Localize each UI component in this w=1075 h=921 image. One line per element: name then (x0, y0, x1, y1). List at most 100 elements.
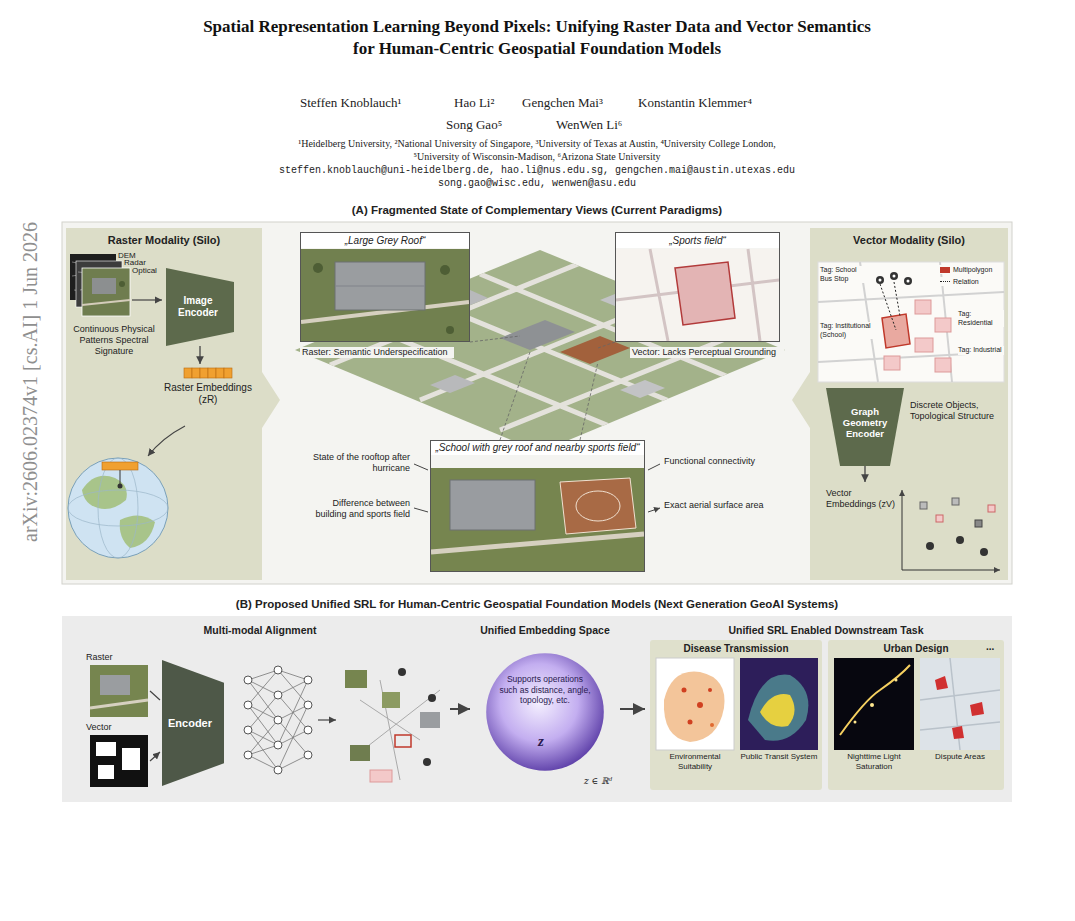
encoder-block: Graph Geometry Encoder (826, 388, 904, 466)
task-box-fill (650, 640, 822, 790)
flow-connector (620, 708, 645, 710)
embedding-box: Vector Embeddings (zV) (822, 482, 1006, 576)
node-shape (485, 652, 605, 772)
node-heading: Unified SRL Enabled Downstream Task (645, 620, 1007, 637)
embedding-bar (184, 368, 232, 378)
flow-arrow (318, 719, 336, 720)
legend-row: Relation (938, 277, 981, 286)
input-name: Vector (86, 722, 112, 733)
pipeline-section: Unified SRL Enabled Downstream TaskDisea… (645, 620, 1007, 798)
affiliation: ⁵University of Wisconsin-Madison, ⁶Arizo… (62, 150, 1012, 163)
task-image (740, 658, 818, 750)
legend-line-sample (940, 281, 950, 282)
flow-connector (450, 708, 470, 710)
gap-note: Vector: Lacks Perceptual Grounding (630, 347, 784, 358)
author-name: Hao Li² (454, 95, 494, 111)
insight-note: Difference between building and sports f… (300, 498, 410, 520)
author-name: Gengchen Mai³ (522, 95, 603, 111)
flow-arrow (150, 691, 160, 761)
panel-fill (62, 222, 1012, 584)
author-name: Konstantin Klemmer⁴ (638, 95, 752, 111)
author-name: Song Gao⁵ (446, 117, 502, 133)
map-tag: Tag: Residential (958, 310, 1004, 327)
task-box: Disease Transmission (650, 640, 822, 790)
node-heading: Vector Modality (Silo) (810, 228, 1008, 247)
node-heading: Encoder (168, 717, 218, 730)
node-heading: Graph Geometry Encoder (826, 406, 904, 449)
map-tag: Tag: Industrial (958, 346, 1004, 355)
task-image (834, 658, 914, 750)
globe (68, 458, 168, 558)
node-heading: Raster Modality (Silo) (66, 228, 262, 247)
input-name: Raster (86, 652, 113, 663)
paper-title: Spatial Representation Learning Beyond P… (197, 16, 877, 60)
raster-note: Continuous Physical Patterns Spectral Si… (66, 324, 162, 357)
task-label: Public Transit System (736, 752, 822, 762)
city-illustration (295, 250, 785, 452)
aligned-objects (345, 668, 440, 782)
callout-box: „School with grey roof and nearby sports… (430, 440, 645, 572)
gap-note: Raster: Semantic Underspecification (300, 347, 454, 358)
insight-note: Functional connectivity (664, 456, 764, 467)
node-heading: Multi-modal Alignment (70, 620, 450, 637)
neural-network (244, 666, 312, 774)
embedding-sphere: Supports operations such as distance, an… (485, 652, 605, 772)
arxiv-id: arXiv:2606.02374v1 [cs.AI] 1 Jun 2026 (18, 162, 42, 602)
node-heading: (A) Fragmented State of Complementary Vi… (62, 203, 1012, 217)
task-label: Nighttime Light Saturation (830, 752, 918, 771)
author-name: WenWen Li⁶ (556, 117, 622, 133)
embedding-symbol: z (538, 732, 544, 750)
flow-arrow (148, 426, 185, 456)
callout-image (616, 249, 779, 341)
callout-image (301, 249, 469, 341)
legend-text: Multipolygon (953, 265, 992, 274)
node-heading: „Large Grey Roof“ (301, 233, 469, 248)
node-heading: Supports operations such as distance, an… (497, 674, 593, 706)
pipeline-section: Unified Embedding SpaceSupports operatio… (470, 620, 620, 798)
pipeline-section: Multi-modal AlignmentEncoder (70, 620, 450, 798)
callout-image (431, 468, 644, 571)
silo-fill (66, 228, 280, 580)
task-label: Dispute Areas (918, 752, 1002, 762)
layer-name: Optical (132, 266, 157, 275)
embedding-symbol: z ∈ ℝᵈ (584, 776, 612, 787)
vector-note: Discrete Objects, Topological Structure (910, 400, 1006, 422)
flow-arrow (132, 299, 162, 300)
leader-arrow (414, 464, 660, 512)
node-heading: Vector Embeddings (zV) (822, 482, 900, 510)
node-heading: Image Encoder (166, 295, 234, 319)
node-heading: Disease Transmission (650, 640, 822, 655)
node-heading: (B) Proposed Unified SRL for Human-Centr… (62, 597, 1012, 611)
callout-box: „Sports field“ (615, 232, 780, 342)
task-image (920, 658, 1000, 750)
affiliation: ¹Heidelberg University, ²National Univer… (62, 137, 1012, 150)
raster-stack (70, 254, 130, 316)
flow-connector (199, 346, 200, 364)
embedding-plot (902, 490, 1000, 570)
node-heading: „School with grey roof and nearby sports… (431, 441, 644, 455)
panel-fill (62, 616, 1012, 802)
flow-connector (864, 466, 865, 482)
email: steffen.knoblauch@uni-heidelberg.de, hao… (62, 164, 1012, 177)
modality-silo: Raster Modality (Silo) Image EncoderRaste… (66, 228, 262, 580)
node-heading: Urban Design (828, 640, 1004, 655)
map-tag: Tag: School Bus Stop (820, 266, 870, 283)
node-heading: Unified Embedding Space (470, 620, 620, 637)
figure-panel: (B) Proposed Unified SRL for Human-Centr… (62, 616, 1012, 802)
task-box: Urban Design (828, 640, 1004, 790)
legend-text: Relation (953, 277, 979, 286)
insight-note: State of the rooftop after hurricane (310, 452, 410, 474)
embedding-box: Raster Embeddings (zR) (160, 364, 256, 422)
callout-box: „Large Grey Roof“ (300, 232, 470, 342)
encoder-block: Image Encoder (166, 268, 234, 346)
vector-map (818, 262, 1004, 382)
legend-swatch (940, 267, 950, 273)
email: song.gao@wisc.edu, wenwen@asu.edu (62, 177, 1012, 190)
silo-fill (792, 228, 1008, 580)
task-box-fill (828, 640, 1004, 790)
insight-note: Exact aerial surface area (664, 500, 774, 511)
author-name: Steffen Knoblauch¹ (300, 95, 402, 111)
map-tag: Tag: Institutional (School) (820, 322, 874, 339)
ellipsis: ... (986, 641, 994, 653)
task-label: Environmental Suitability (652, 752, 738, 771)
